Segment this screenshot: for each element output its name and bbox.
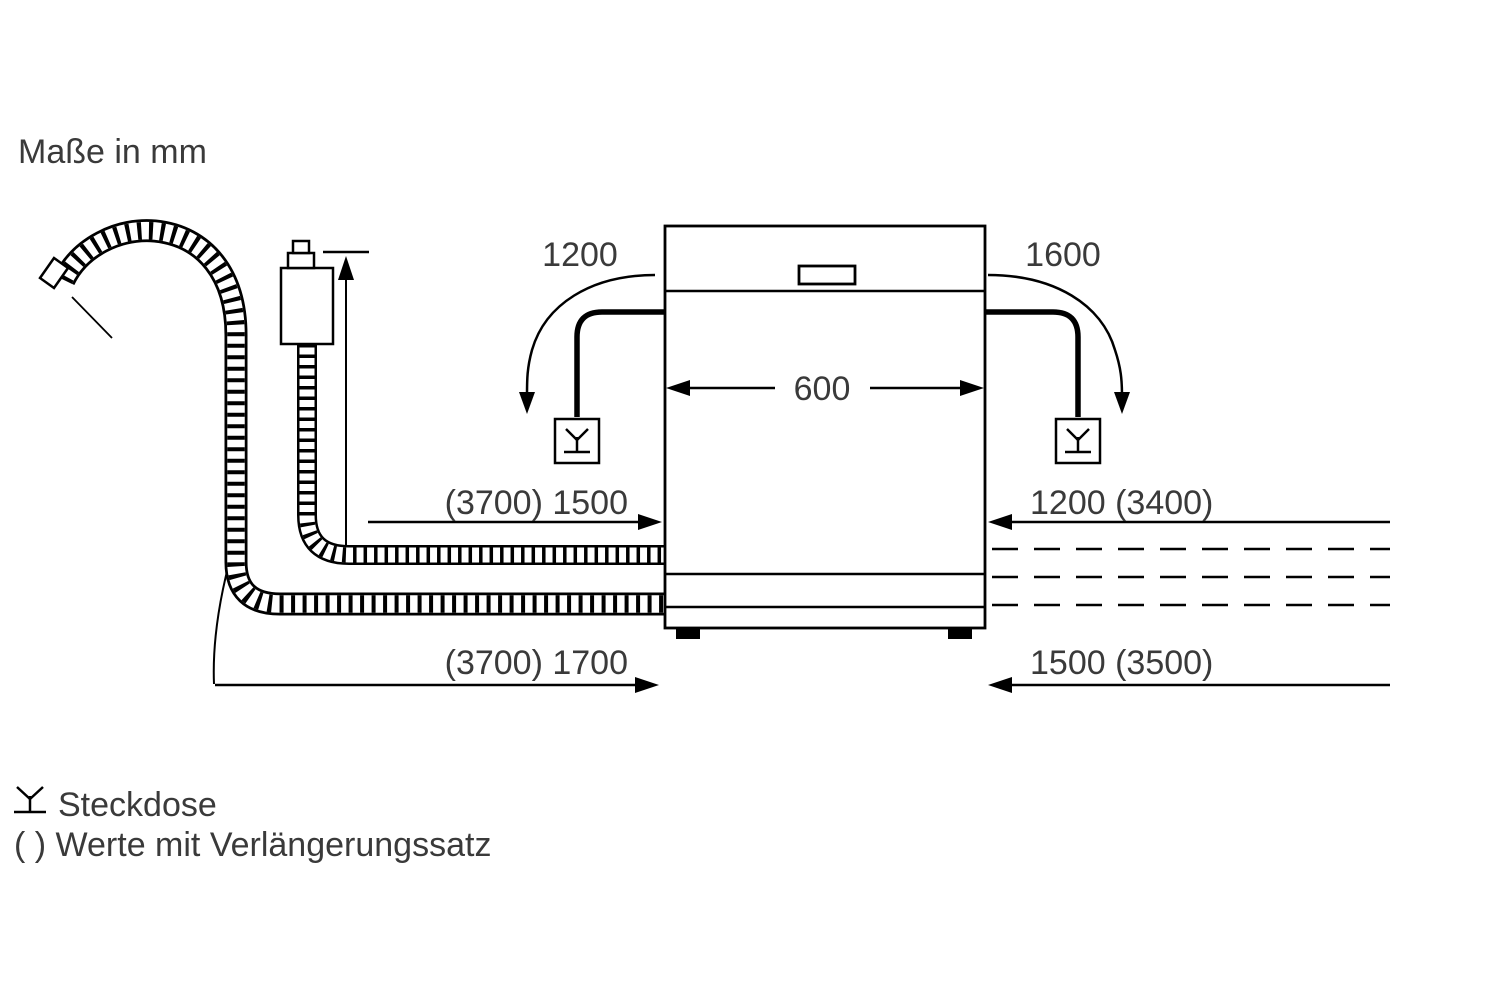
socket-left — [553, 417, 601, 465]
right-cable — [985, 309, 1081, 417]
dishwasher-outline — [663, 224, 987, 639]
cord-right-label: 1600 — [1025, 236, 1101, 274]
legend: Steckdose ( ) Werte mit Verlängerungssat… — [14, 786, 491, 864]
left-cable — [574, 309, 665, 417]
cord-left-label: 1200 — [542, 236, 618, 274]
upper-right-label: 1200 (3400) — [1030, 484, 1213, 522]
extension-dashed-lines — [992, 547, 1390, 607]
control-panel — [797, 264, 857, 286]
hose-pointer-line — [71, 296, 113, 339]
extension-legend-label: ( ) Werte mit Verlängerungssatz — [14, 826, 491, 864]
lower-right-dimension — [988, 677, 1390, 693]
left-foot — [676, 628, 700, 639]
aquastop-valve — [279, 239, 335, 346]
width-label: 600 — [794, 370, 851, 408]
drain-hose — [53, 219, 664, 616]
upper-right-dimension — [988, 514, 1390, 530]
cord-right-arrow — [987, 273, 1130, 414]
lower-left-label: (3700) 1700 — [445, 644, 628, 682]
upper-left-label: (3700) 1500 — [445, 484, 628, 522]
lower-left-dimension — [215, 677, 659, 693]
units-title: Maße in mm — [18, 133, 207, 171]
hose-end-cap — [38, 256, 70, 290]
up-arrowhead — [338, 256, 354, 280]
width-dimension — [666, 380, 984, 396]
supply-hose — [297, 344, 664, 565]
height-reference — [323, 250, 369, 545]
socket-icon — [14, 786, 46, 814]
cord-left-arrow — [519, 273, 656, 414]
socket-right — [1054, 417, 1102, 465]
lower-right-label: 1500 (3500) — [1030, 644, 1213, 682]
socket-legend-label: Steckdose — [58, 786, 217, 824]
upper-left-dimension — [368, 514, 662, 530]
right-foot — [948, 628, 972, 639]
